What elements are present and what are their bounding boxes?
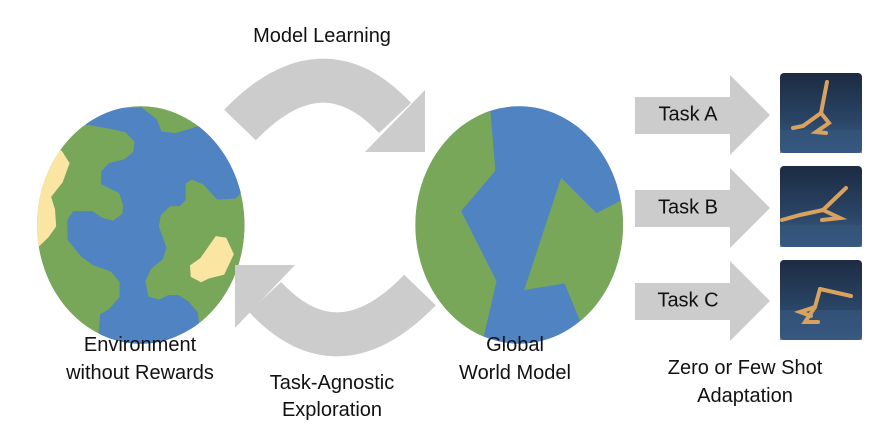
exploration-label-line2: Exploration	[281, 399, 383, 421]
task-b-label: Task B	[657, 196, 719, 219]
environment-globe	[36, 106, 245, 344]
task-b-arrow	[635, 168, 770, 248]
world-model-label-line1: Global	[486, 334, 544, 356]
task-b-image	[780, 166, 862, 247]
task-a-arrow	[635, 75, 770, 155]
model-learning-arrow	[224, 58, 425, 152]
environment-label-line1: Environment	[83, 334, 197, 356]
adaptation-label-line2: Adaptation	[697, 385, 793, 407]
exploration-arrow	[235, 265, 436, 357]
adaptation-label-line1: Zero or Few Shot	[667, 357, 823, 379]
task-arrows	[635, 75, 770, 341]
exploration-label-line1: Task-Agnostic	[269, 372, 395, 394]
task-a-label: Task A	[658, 103, 718, 126]
world-model-globe	[415, 106, 624, 344]
task-a-image	[780, 73, 862, 153]
model-learning-label: Model Learning	[253, 25, 391, 47]
world-model-label-line2: World Model	[459, 362, 571, 384]
task-c-arrow	[635, 261, 770, 341]
task-c-image	[780, 260, 862, 340]
environment-label-line2: without Rewards	[66, 362, 214, 384]
task-c-label: Task C	[657, 289, 719, 312]
